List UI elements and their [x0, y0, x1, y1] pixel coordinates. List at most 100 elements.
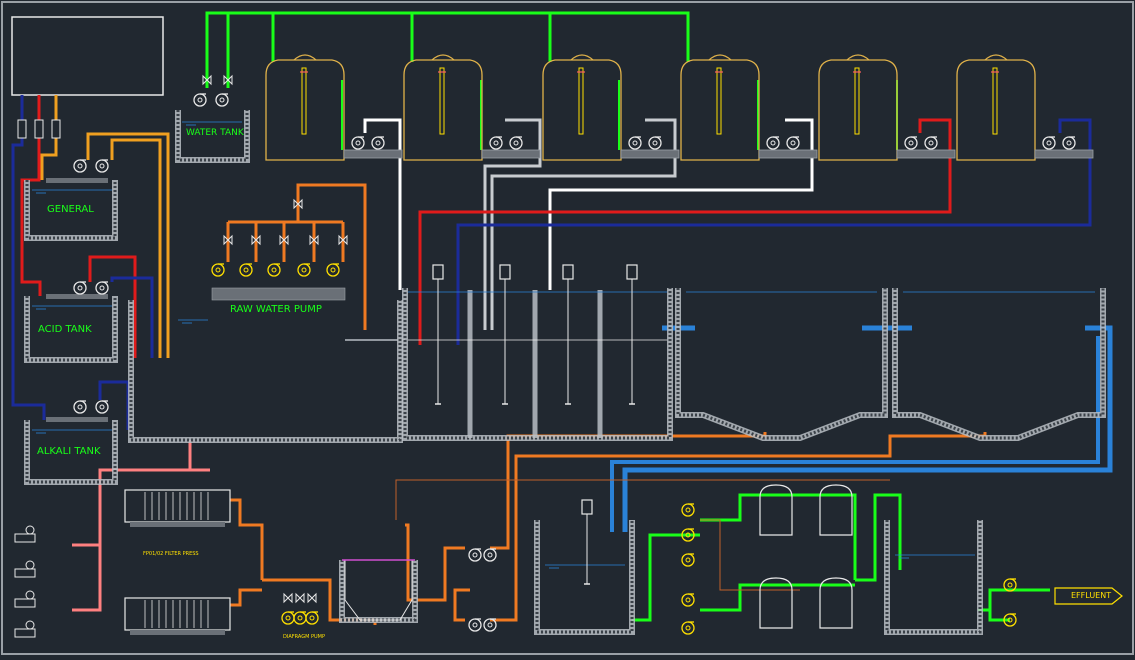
red-acid-feed [88, 255, 137, 358]
pump-icon [193, 93, 207, 107]
dosing-body [14, 568, 36, 578]
pump-icon [628, 136, 642, 150]
valve-icon [293, 198, 303, 210]
pump-icon [1042, 136, 1056, 150]
pump-impeller [219, 97, 225, 103]
storage-tank-body [403, 59, 483, 161]
dosing-body [14, 533, 36, 543]
clarifier-wall [675, 288, 888, 441]
acid-tank-label: ACID TANK [38, 324, 92, 335]
pump-icon [95, 281, 109, 295]
final-tank-wall-inner [535, 520, 634, 634]
storage-tank-cap [708, 54, 732, 61]
tank-cover [46, 417, 108, 422]
agitator-icon [499, 264, 511, 405]
pump-impeller [197, 97, 203, 103]
flow-meter [51, 119, 61, 139]
pump-icon [239, 263, 253, 277]
general-tank-wall-inner [25, 180, 117, 240]
pump-icon [95, 159, 109, 173]
dosing-valve-icon [25, 590, 35, 600]
agitator-motor [581, 499, 593, 515]
pump-icon [305, 611, 319, 625]
pump-impeller [685, 625, 691, 631]
pump-casing [786, 136, 800, 150]
pump-casing [766, 136, 780, 150]
white-line [363, 118, 402, 290]
pump-impeller [375, 140, 381, 146]
green-header [205, 11, 690, 88]
level-gauge [439, 67, 445, 135]
agitator-motor [562, 264, 574, 280]
valve-icon [223, 74, 233, 86]
green-filter-header-2 [700, 583, 855, 612]
amber-general-feed [86, 132, 170, 358]
pump-casing [628, 136, 642, 150]
pump-impeller [493, 140, 499, 146]
acid-tank-wall-inner [25, 296, 117, 362]
pump-icon [681, 593, 695, 607]
pump-impeller [790, 140, 796, 146]
dosing-valve-icon [25, 620, 35, 630]
pump-casing [95, 400, 109, 414]
pump-impeller [685, 532, 691, 538]
tank-cover [46, 294, 108, 299]
pump-impeller [285, 615, 291, 621]
dosing-body [14, 598, 36, 608]
pump-casing [489, 136, 503, 150]
tank-structures [24, 54, 1106, 635]
level-gauge [578, 67, 584, 135]
pump-impeller [685, 507, 691, 513]
pump-icon [681, 503, 695, 517]
pump-casing [483, 548, 497, 562]
pump-icon [73, 159, 87, 173]
pump-icon [95, 400, 109, 414]
pump-impeller [928, 140, 934, 146]
pump-icon [211, 263, 225, 277]
storage-tank-cap [846, 54, 870, 61]
pump-casing [267, 263, 281, 277]
pump-casing [904, 136, 918, 150]
pump-icon [648, 136, 662, 150]
reactor-wall-inner [403, 288, 672, 440]
final-tank-wall [534, 520, 635, 635]
valve-icon [283, 592, 293, 604]
pump-casing [73, 281, 87, 295]
pressure-filter [759, 577, 793, 629]
pump-skid [343, 149, 403, 159]
pump-icon [681, 621, 695, 635]
flow-meter [34, 119, 44, 139]
pump-icon [483, 548, 497, 562]
clarifier-wall [892, 288, 1106, 441]
storage-tank [956, 54, 1094, 161]
pressure-filter [819, 484, 853, 536]
pump-casing [681, 593, 695, 607]
storage-tank-cap [984, 54, 1008, 61]
pump-icon [904, 136, 918, 150]
white-line-2 [548, 118, 814, 290]
blue-clarifier-out-2 [610, 336, 1100, 532]
green-filter-header [700, 493, 857, 580]
pump-skid [758, 149, 818, 159]
navy-to-alkali [11, 138, 46, 420]
green-effluent-2 [978, 608, 1010, 622]
pump-icon [681, 528, 695, 542]
agitator-icon [581, 499, 593, 585]
control-panel-box [11, 16, 164, 96]
pump-icon [468, 618, 482, 632]
pump-impeller [243, 267, 249, 273]
red-to-acid [20, 138, 42, 296]
pump-casing [681, 621, 695, 635]
pump-impeller [355, 140, 361, 146]
pump-impeller [513, 140, 519, 146]
pump-impeller [271, 267, 277, 273]
pump-casing [281, 611, 295, 625]
filter-press-base [130, 630, 225, 635]
amber-general-feed-2 [110, 138, 162, 358]
pump-icon [1003, 578, 1017, 592]
water-tank-label: WATER TANK [186, 128, 245, 138]
level-gauge [301, 67, 307, 135]
storage-tank-cap [570, 54, 594, 61]
